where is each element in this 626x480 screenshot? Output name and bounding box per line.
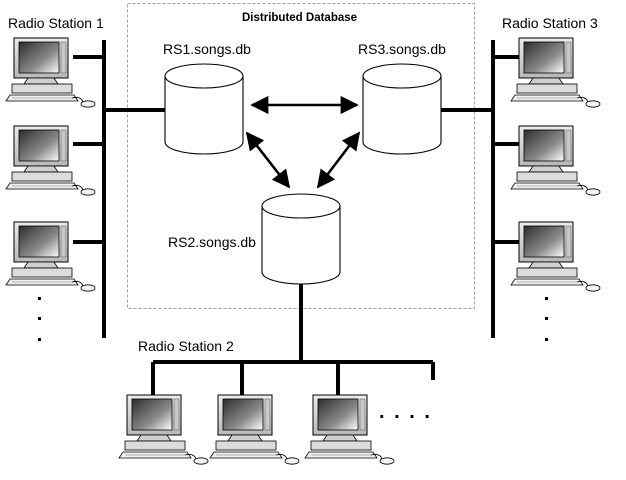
rs1-more-workstations-indicator [38, 297, 41, 341]
station-2-label: Radio Station 2 [138, 338, 234, 354]
rs1-workstation-3-icon [5, 221, 96, 292]
region-title: Distributed Database [242, 12, 358, 24]
rs2-workstation-1-icon [118, 394, 209, 465]
station-1-label: Radio Station 1 [8, 15, 104, 31]
rs3-workstation-2-icon [510, 125, 601, 196]
rs3-more-workstations-indicator [545, 297, 548, 341]
link-rs1-rs2 [245, 131, 291, 189]
station-2-network [151, 280, 435, 395]
rs2-db-label: RS2.songs.db [168, 234, 256, 250]
rs3-database-cylinder-icon [362, 63, 442, 155]
rs2-workstation-2-icon [209, 394, 300, 465]
link-rs3-rs2 [316, 131, 361, 189]
rs3-workstation-1-icon [510, 37, 601, 108]
rs1-workstation-2-icon [5, 125, 96, 196]
station-3-network [439, 40, 519, 338]
rs2-database-cylinder-icon [261, 193, 341, 285]
rs1-workstation-1-icon [5, 37, 96, 108]
station-3-label: Radio Station 3 [502, 15, 598, 31]
rs1-database-cylinder-icon [164, 63, 244, 155]
rs3-db-label: RS3.songs.db [358, 41, 446, 57]
rs1-db-label: RS1.songs.db [163, 41, 251, 57]
rs2-more-workstations-indicator: . . . . [379, 401, 432, 423]
replication-links [245, 95, 361, 189]
station-1-network [73, 40, 166, 338]
rs3-workstation-3-icon [510, 221, 601, 292]
